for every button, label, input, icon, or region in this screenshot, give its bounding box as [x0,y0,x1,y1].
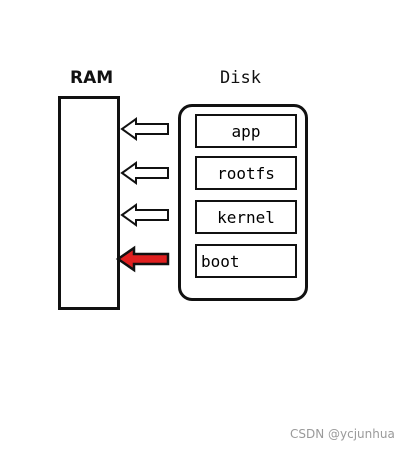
watermark: CSDN @ycjunhua [290,427,395,441]
partition-rootfs: rootfs [195,156,297,190]
partition-kernel: kernel [195,200,297,234]
ram-block [58,96,120,310]
arrow-app-icon [120,117,169,141]
arrow-boot-icon [115,245,170,273]
arrow-kernel-icon [120,203,169,227]
arrow-rootfs-icon [120,161,169,185]
partition-app: app [195,114,297,148]
partition-boot: boot [195,244,297,278]
ram-label: RAM [70,68,114,88]
disk-label: Disk [220,68,261,88]
